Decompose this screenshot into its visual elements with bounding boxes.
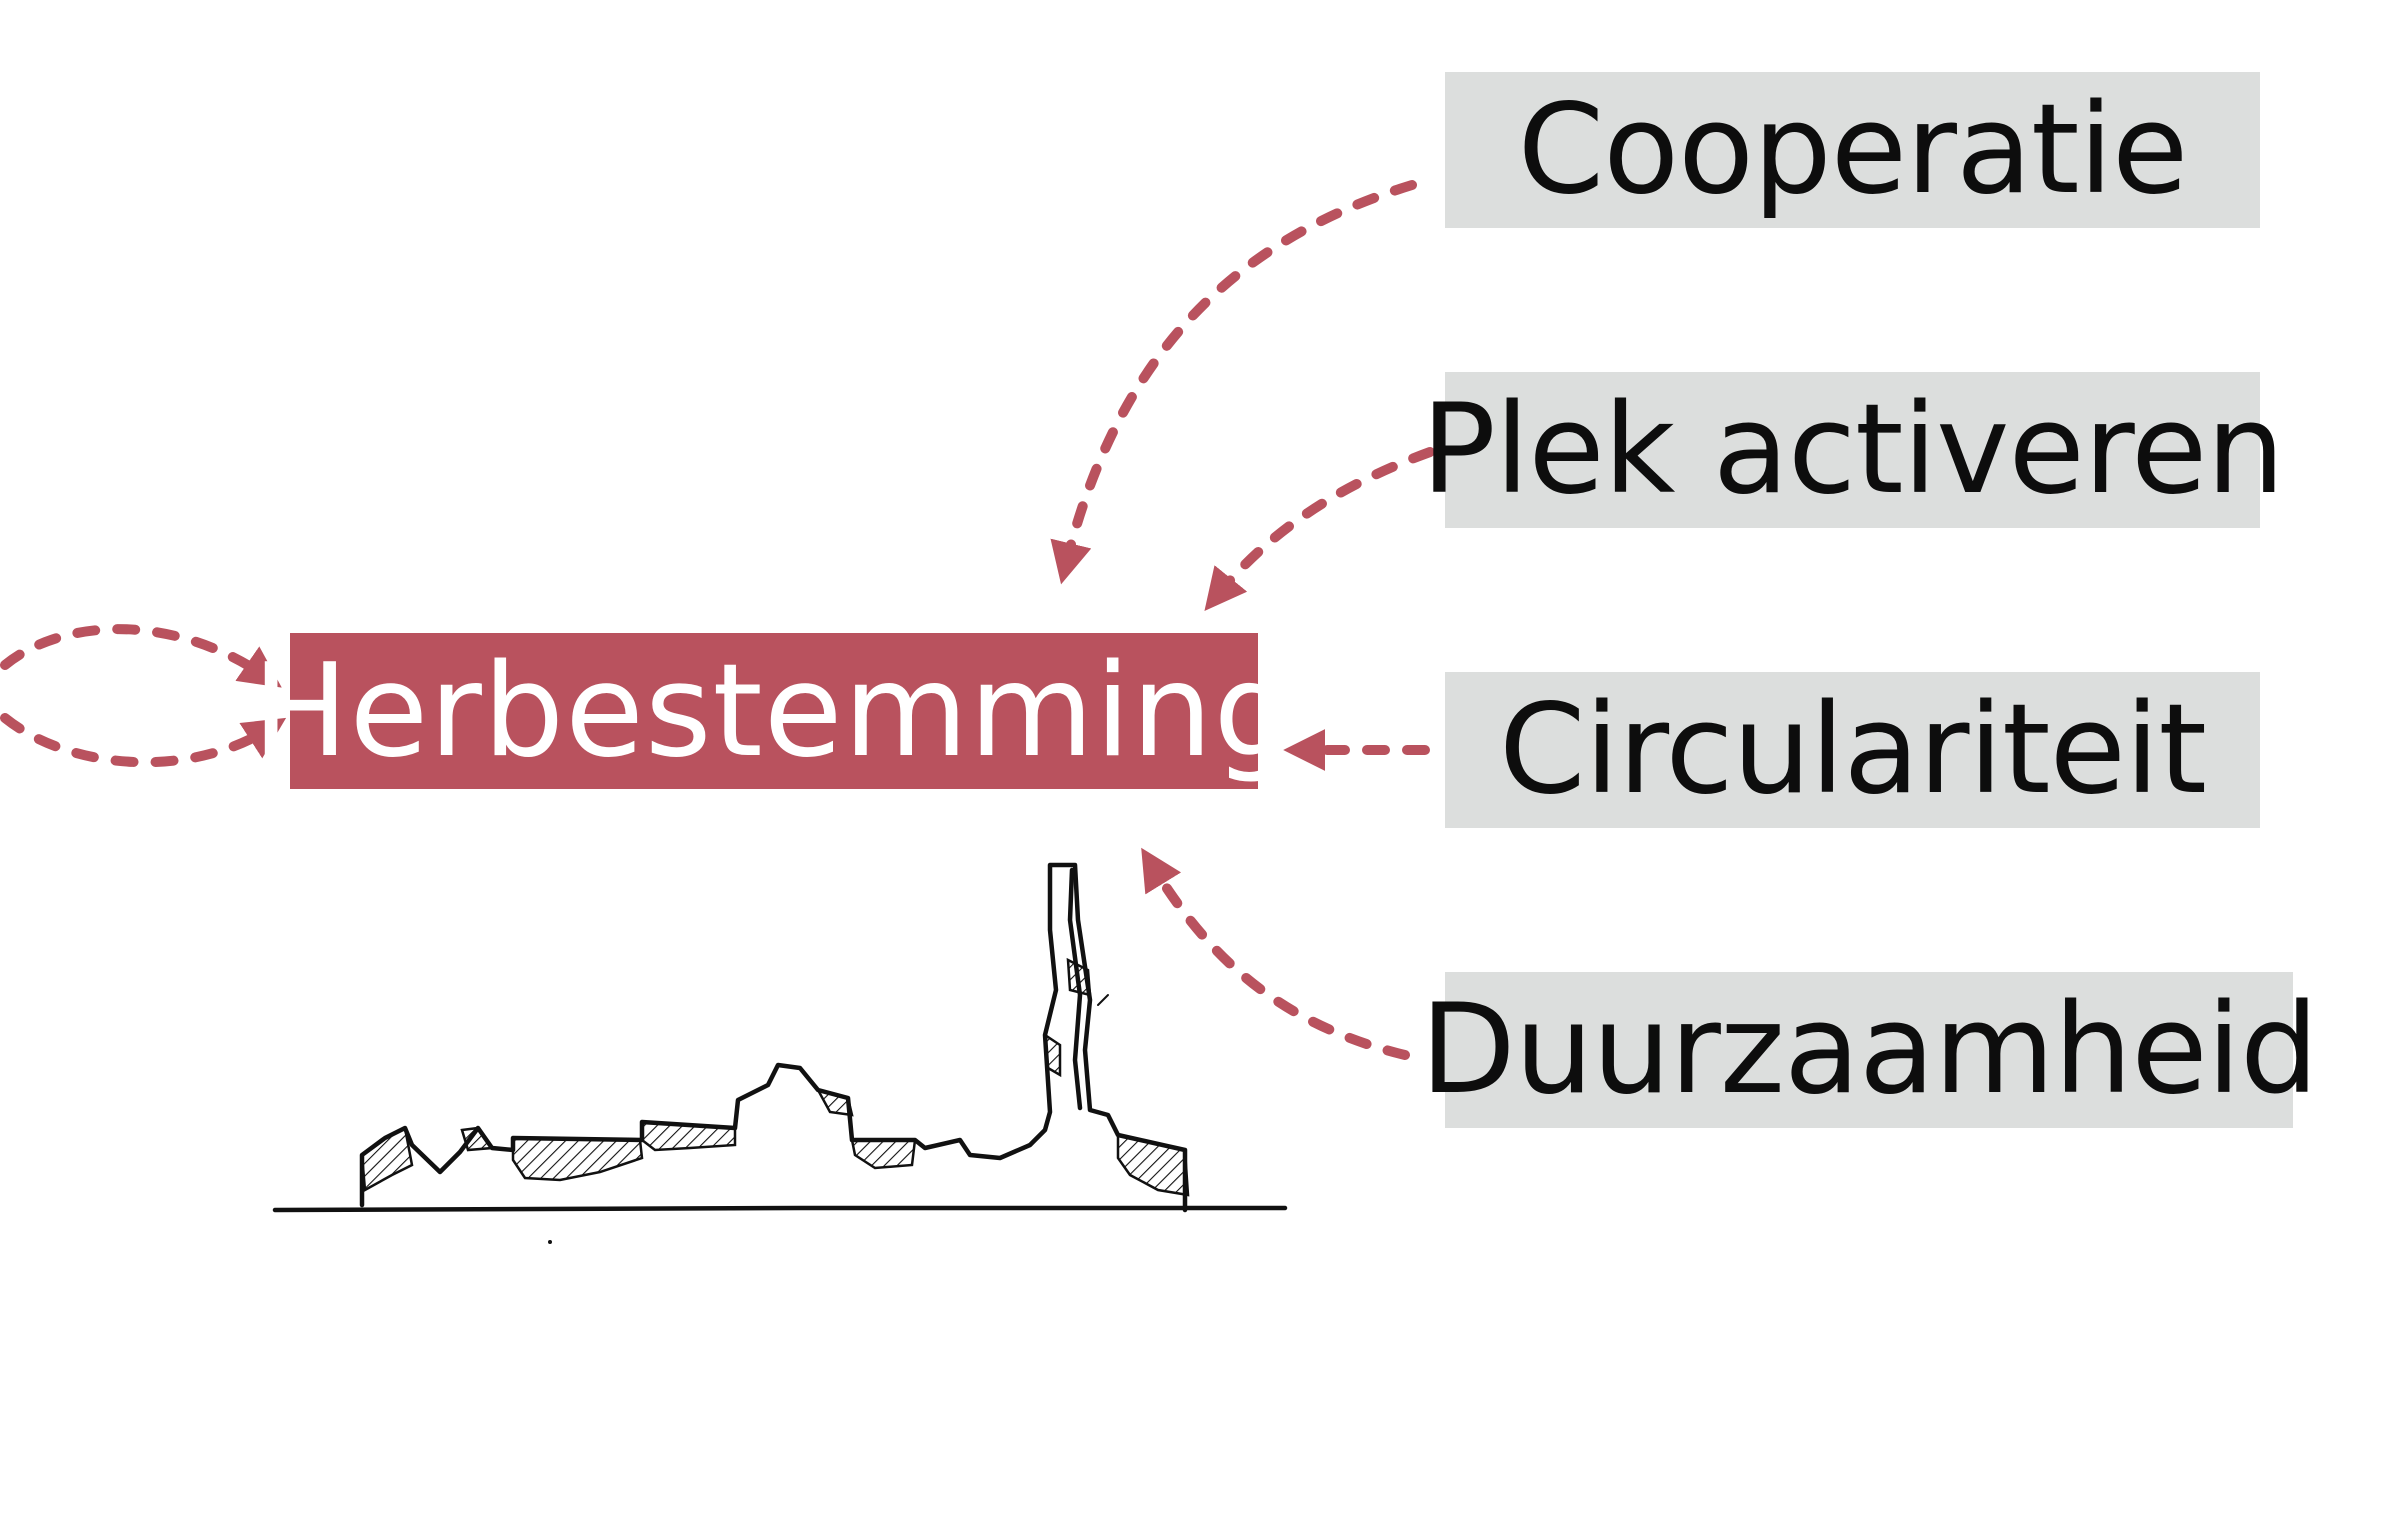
chimney-inner-line <box>1067 867 1083 1111</box>
duurzaamheid-box: Duurzaamheid <box>1420 972 2319 1128</box>
hatch-low-roof <box>850 1138 917 1170</box>
arrow-loop-lower <box>0 713 287 768</box>
arrow-loop-upper <box>0 624 282 688</box>
circulariteit-box: Circulariteit <box>1445 672 2260 828</box>
hatch-long-roof <box>511 1136 644 1182</box>
arrow-plek-activeren <box>1204 447 1435 612</box>
ground-line <box>272 1205 1288 1213</box>
arrow-duurzaamheid <box>1141 847 1410 1060</box>
cooperatie-label: Cooperatie <box>1517 78 2189 222</box>
cooperatie-box: Cooperatie <box>1445 72 2260 228</box>
sketch-dot <box>548 1240 552 1244</box>
arrow-cooperatie <box>1050 180 1417 585</box>
plek-activeren-box: Plek activeren <box>1421 372 2285 528</box>
herbestemming-box: Herbestemming <box>252 633 1295 789</box>
circulariteit-label: Circulariteit <box>1499 678 2207 822</box>
herbestemming-label: Herbestemming <box>252 636 1296 786</box>
duurzaamheid-label: Duurzaamheid <box>1420 978 2319 1122</box>
chimney-tick <box>1097 994 1109 1006</box>
skyline-outline <box>359 862 1188 1213</box>
plek-activeren-label: Plek activeren <box>1421 378 2285 522</box>
